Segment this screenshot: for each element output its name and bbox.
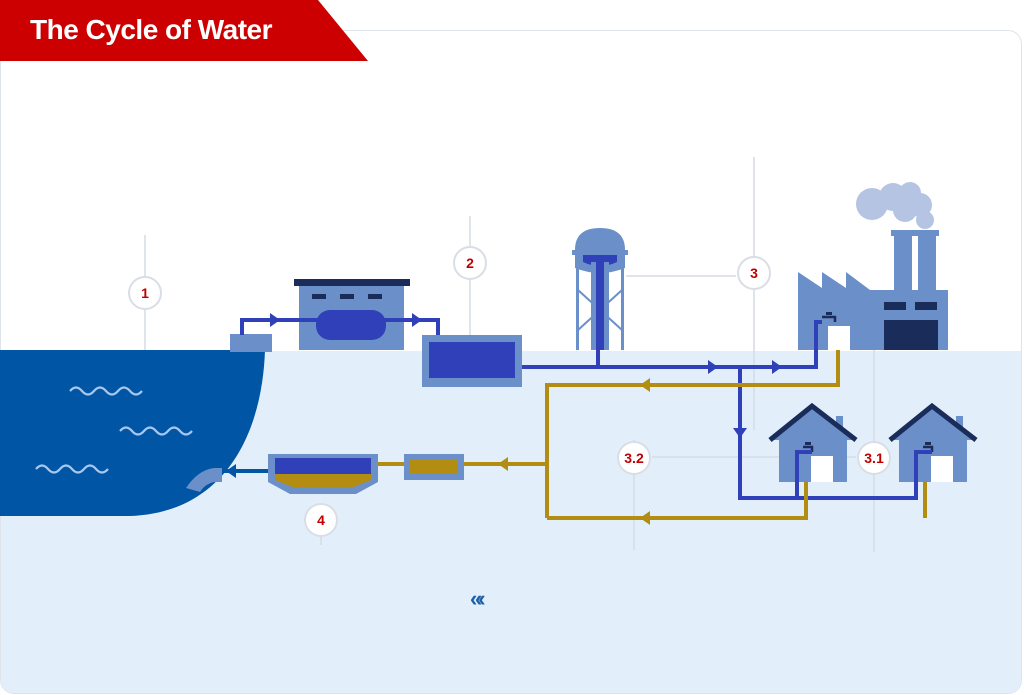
sewage-clarifier (268, 454, 378, 494)
title-banner (0, 0, 368, 61)
marker-4[interactable]: 4 (304, 503, 338, 537)
page-title: The Cycle of Water (30, 14, 273, 45)
water-tower (572, 228, 628, 350)
marker-3-1[interactable]: 3.1 (857, 441, 891, 475)
reservoir (422, 335, 522, 387)
lake-waves (35, 386, 193, 474)
clean-flow-arrows (270, 313, 782, 438)
outfall-pipe (186, 464, 268, 492)
previous-step-button[interactable]: «‹ (470, 586, 485, 611)
factory (798, 182, 948, 350)
marker-3-2[interactable]: 3.2 (617, 441, 651, 475)
marker-3[interactable]: 3 (737, 256, 771, 290)
marker-1[interactable]: 1 (128, 276, 162, 310)
pretreatment-tank (404, 454, 464, 480)
house-right (888, 402, 978, 482)
house-left (768, 402, 858, 482)
marker-2[interactable]: 2 (453, 246, 487, 280)
waste-flow-arrows (498, 378, 650, 525)
treatment-plant (294, 279, 410, 350)
clean-water-pipes (240, 318, 932, 500)
intake-pump (230, 334, 272, 352)
